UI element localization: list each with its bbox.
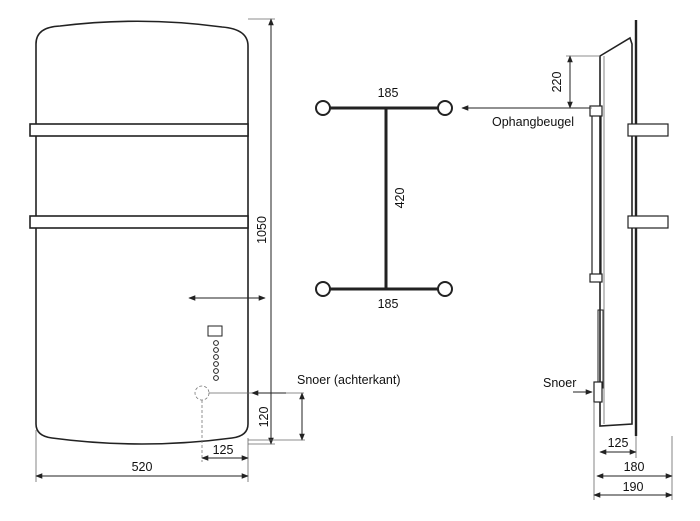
dimension-depth3: 190 [623, 480, 644, 494]
label-cord-back: Snoer (achterkant) [297, 373, 401, 387]
side-panel-outline [599, 36, 633, 427]
mounting-hole-top-left [315, 100, 331, 116]
side-rail-top [627, 123, 669, 137]
front-view: 1050 120 125 520 Snoer (achterkant) [29, 18, 401, 482]
dimension-width: 520 [132, 460, 153, 474]
label-hanging-bracket: Ophangbeugel [492, 115, 574, 129]
mounting-hole-bottom-right [437, 281, 453, 297]
label-cord: Snoer [543, 376, 576, 390]
dimension-side-top: 220 [550, 72, 564, 93]
dimension-depth2: 180 [624, 460, 645, 474]
dimension-cord-height: 120 [257, 407, 271, 428]
towel-rail-middle [29, 215, 249, 229]
dimension-bracket-vertical: 420 [393, 188, 407, 209]
dimension-bracket-bottom: 185 [378, 297, 399, 311]
side-rail-middle [627, 215, 669, 229]
display-icon [207, 325, 223, 337]
dimension-height: 1050 [255, 216, 269, 244]
control-buttons [213, 340, 219, 381]
towel-rail-top [29, 123, 249, 137]
dimension-depth1: 125 [608, 436, 629, 450]
dimension-offset: 125 [213, 443, 234, 457]
bracket-view: 185 185 420 [315, 86, 453, 311]
side-view: 220 Ophangbeugel Snoer 125 180 190 [461, 20, 673, 500]
mounting-hole-bottom-left [315, 281, 331, 297]
mounting-hole-top-right [437, 100, 453, 116]
cord-box [593, 381, 603, 403]
dimension-bracket-top: 185 [378, 86, 399, 100]
